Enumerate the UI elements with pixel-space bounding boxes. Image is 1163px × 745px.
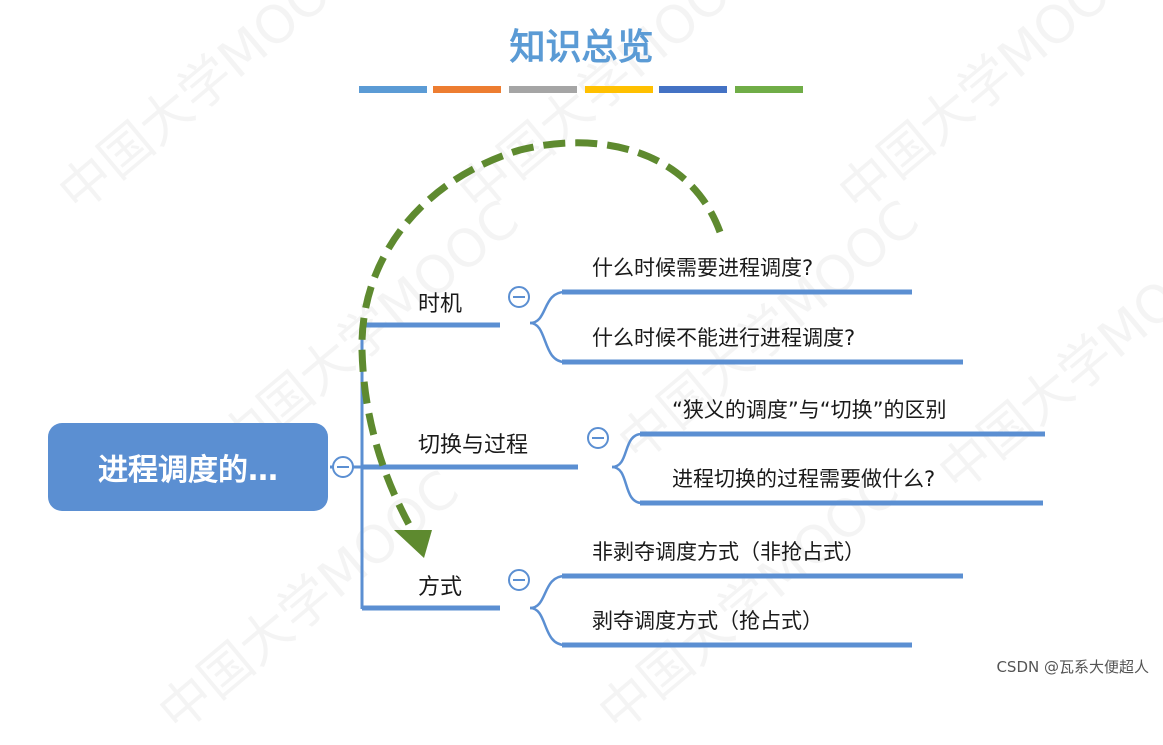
leaf-connector (611, 432, 643, 469)
leaf-node[interactable]: 什么时候需要进程调度? (592, 256, 814, 280)
leaf-connector (611, 465, 643, 505)
leaf-node[interactable]: 进程切换的过程需要做什么? (672, 467, 936, 491)
mindmap-canvas: 中国大学MOOC 中国大学MOOC 中国大学MOOC 中国大学MOOC 中国大学… (48, 0, 1163, 744)
color-bar-segment (433, 86, 501, 93)
root-label: 进程调度的… (98, 453, 278, 488)
leaf-connector (529, 606, 566, 647)
color-bar-segment (659, 86, 727, 93)
collapse-toggle-icon[interactable] (508, 569, 530, 591)
flow-arrowhead (394, 530, 432, 558)
color-bar-segment (509, 86, 577, 93)
leaf-node[interactable]: 剥夺调度方式（抢占式） (592, 609, 823, 633)
leaf-node[interactable]: 什么时候不能进行进程调度? (592, 326, 856, 350)
collapse-toggle-icon[interactable] (587, 427, 609, 449)
branch-label-timing[interactable]: 时机 (418, 292, 463, 317)
leaf-node[interactable]: 非剥夺调度方式（非抢占式） (592, 540, 865, 564)
branch-label-switching[interactable]: 切换与过程 (418, 433, 529, 458)
leaf-connector (529, 321, 566, 364)
color-bar-segment (585, 86, 653, 93)
flow-arrow (358, 139, 724, 532)
mindmap-connectors (330, 86, 1045, 648)
root-node[interactable]: 进程调度的… (48, 423, 328, 511)
collapse-toggle-icon[interactable] (508, 286, 530, 308)
page-title: 知识总览 (509, 26, 654, 68)
collapse-toggle-icon[interactable] (332, 456, 354, 478)
leaf-node[interactable]: “狭义的调度”与“切换”的区别 (672, 398, 947, 422)
leaf-connector (529, 574, 566, 610)
branch-label-mode[interactable]: 方式 (418, 575, 463, 600)
color-bar-segment (359, 86, 427, 93)
leaf-connector (529, 290, 566, 325)
color-bar-segment (735, 86, 803, 93)
footer-credit: CSDN @瓦系大便超人 (996, 658, 1149, 676)
